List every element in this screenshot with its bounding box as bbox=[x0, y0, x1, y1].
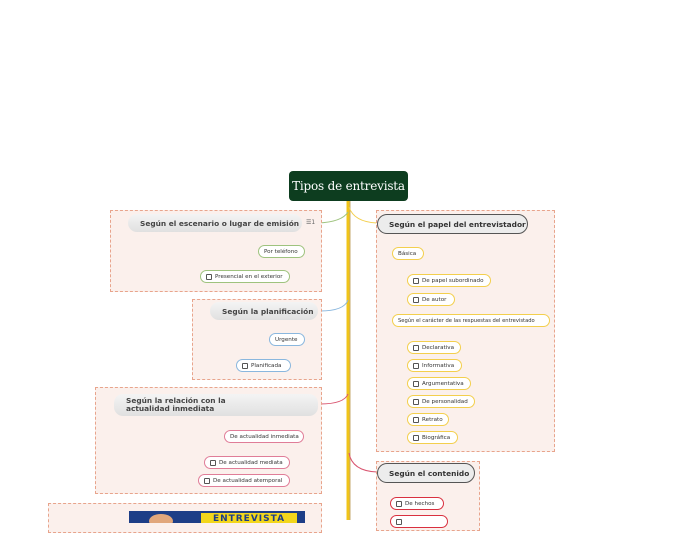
item-actualidad-atemporal[interactable]: De actualidad atemporal bbox=[198, 474, 290, 487]
item-label: Biográfica bbox=[422, 434, 451, 441]
item-caracter[interactable]: Según el carácter de las respuestas del … bbox=[392, 314, 550, 327]
person-figure bbox=[149, 514, 173, 523]
item-label: De actualidad mediata bbox=[219, 459, 283, 466]
topic-escenario[interactable]: Según el escenario o lugar de emisión bbox=[128, 214, 302, 232]
item-label: Básica bbox=[398, 250, 417, 257]
item-biografica[interactable]: Biográfica bbox=[407, 431, 458, 444]
checkbox-icon[interactable] bbox=[413, 434, 419, 441]
image-title: ENTREVISTA bbox=[201, 513, 297, 523]
notes-icon[interactable]: ☰1 bbox=[306, 219, 316, 226]
item-informativa[interactable]: Informativa bbox=[407, 359, 462, 372]
item-label: Informativa bbox=[422, 362, 455, 369]
item-label: Por teléfono bbox=[264, 248, 298, 255]
topic-actualidad[interactable]: Según la relación con la actualidad inme… bbox=[114, 394, 318, 416]
item-label: Urgente bbox=[275, 336, 298, 343]
item-label: De actualidad inmediata bbox=[230, 433, 299, 440]
checkbox-icon[interactable] bbox=[210, 459, 216, 466]
item-retrato[interactable]: Retrato bbox=[407, 413, 449, 426]
checkbox-icon[interactable] bbox=[396, 518, 402, 525]
checkbox-icon[interactable] bbox=[413, 344, 419, 351]
checkbox-icon[interactable] bbox=[413, 398, 419, 405]
checkbox-icon[interactable] bbox=[204, 477, 210, 484]
item-presencial[interactable]: Presencial en el exterior bbox=[200, 270, 290, 283]
item-label: De papel subordinado bbox=[422, 277, 484, 284]
item-de-autor[interactable]: De autor bbox=[407, 293, 455, 306]
item-label: Planificada bbox=[251, 362, 282, 369]
checkbox-icon[interactable] bbox=[413, 416, 419, 423]
checkbox-icon[interactable] bbox=[413, 362, 419, 369]
checkbox-icon[interactable] bbox=[206, 273, 212, 280]
item-label: De actualidad atemporal bbox=[213, 477, 283, 484]
entrevista-image: ENTREVISTA bbox=[129, 511, 305, 523]
item-label: De hechos bbox=[405, 500, 435, 507]
topic-papel[interactable]: Según el papel del entrevistador bbox=[377, 214, 528, 234]
item-label: Argumentativa bbox=[422, 380, 464, 387]
item-personalidad[interactable]: De personalidad bbox=[407, 395, 475, 408]
topic-planificacion[interactable]: Según la planificación bbox=[210, 302, 318, 320]
checkbox-icon[interactable] bbox=[413, 277, 419, 284]
checkbox-icon[interactable] bbox=[242, 362, 248, 369]
item-declarativa[interactable]: Declarativa bbox=[407, 341, 461, 354]
item-papel-subordinado[interactable]: De papel subordinado bbox=[407, 274, 491, 287]
item-label: Retrato bbox=[422, 416, 443, 423]
item-basica[interactable]: Básica bbox=[392, 247, 424, 260]
item-label: Presencial en el exterior bbox=[215, 273, 283, 280]
checkbox-icon[interactable] bbox=[413, 296, 419, 303]
item-label: De personalidad bbox=[422, 398, 468, 405]
item-partial[interactable] bbox=[390, 515, 448, 528]
item-por-telefono[interactable]: Por teléfono bbox=[258, 245, 305, 258]
item-de-hechos[interactable]: De hechos bbox=[390, 497, 444, 510]
item-actualidad-mediata[interactable]: De actualidad mediata bbox=[204, 456, 290, 469]
item-label: Declarativa bbox=[422, 344, 455, 351]
item-label: Según el carácter de las respuestas del … bbox=[398, 317, 535, 324]
item-label: De autor bbox=[422, 296, 447, 303]
item-actualidad-inmediata[interactable]: De actualidad inmediata bbox=[224, 430, 304, 443]
checkbox-icon[interactable] bbox=[413, 380, 419, 387]
root-topic[interactable]: Tipos de entrevista bbox=[289, 171, 408, 201]
item-argumentativa[interactable]: Argumentativa bbox=[407, 377, 471, 390]
checkbox-icon[interactable] bbox=[396, 500, 402, 507]
item-planificada[interactable]: Planificada bbox=[236, 359, 291, 372]
topic-contenido[interactable]: Según el contenido bbox=[377, 463, 475, 483]
item-urgente[interactable]: Urgente bbox=[269, 333, 305, 346]
